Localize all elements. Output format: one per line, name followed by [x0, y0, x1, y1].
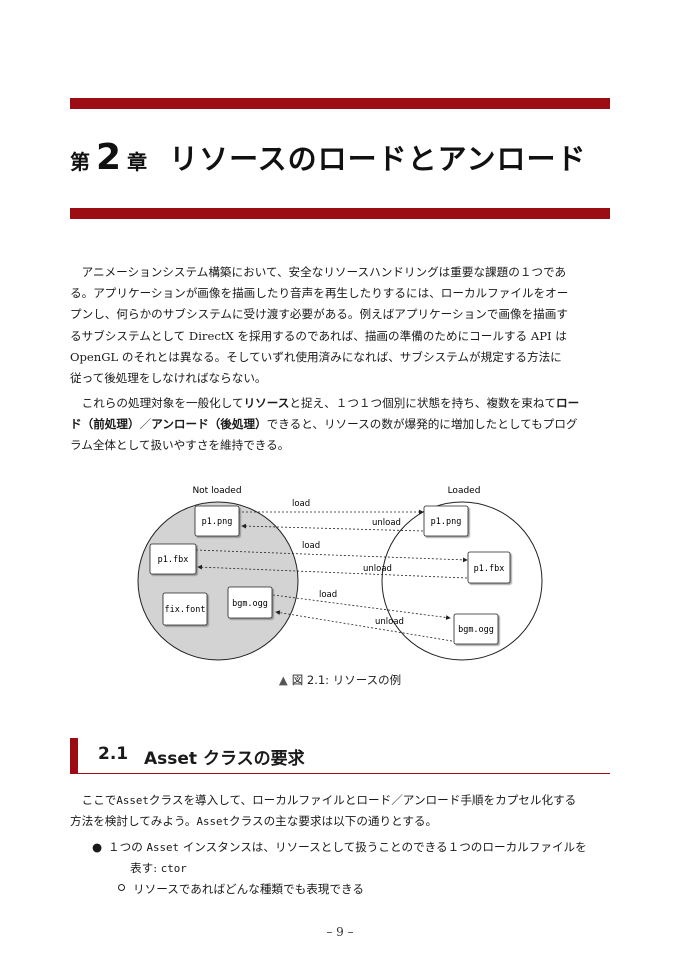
page-number: – 9 – — [326, 925, 354, 939]
file-name: p1.png — [431, 517, 462, 527]
file-box — [149, 543, 197, 575]
text-line: るサブシステムとして DirectX を採用するのであれば、描画の準備のためにコ… — [70, 328, 567, 343]
list-item-text: 表す: ctor — [130, 858, 187, 879]
text-run: 方法を検討してみよう。 — [70, 814, 197, 829]
text-line: ここでAssetクラスを導入して、ローカルファイルとロード／アンロード手順をカプ… — [70, 790, 610, 811]
load-arrow — [195, 549, 468, 563]
text-run: と捉え、１つ１つ個別に状態を持ち、複数を束ねて — [289, 396, 557, 410]
list-item-text: １つの Asset インスタンスは、リソースとして扱うことのできる１つのローカル… — [108, 837, 608, 858]
file-name: p1.fbx — [474, 564, 505, 574]
sub-list-item: リソースであればどんな種類でも表現できる — [118, 879, 364, 900]
text-line: 従って後処理をしなければならない。 — [70, 371, 267, 386]
bold-term: ロー — [556, 396, 580, 410]
loaded-label: Loaded — [448, 486, 481, 496]
file-name: p1.png — [202, 517, 233, 527]
chapter-number: 2 — [96, 137, 122, 178]
triangle-up-icon: ▲ — [278, 673, 288, 687]
section-heading: 2.1 Asset クラスの要求 — [70, 738, 610, 774]
load-label: load — [319, 590, 337, 600]
caption-text: 図 2.1: リソースの例 — [291, 673, 402, 687]
unload-label: unload — [372, 518, 401, 528]
bold-term: ド（前処理） — [70, 417, 140, 432]
circle-bullet-icon — [118, 884, 125, 891]
chapter-name: リソースのロードとアンロード — [169, 142, 587, 176]
text-run: これらの処理対象を一般化して — [70, 396, 244, 410]
figure-caption: ▲図 2.1: リソースの例 — [0, 672, 680, 688]
code-term: ctor — [160, 862, 187, 875]
chapter-suffix: 章 — [127, 150, 148, 174]
asset-intro-paragraph: ここでAssetクラスを導入して、ローカルファイルとロード／アンロード手順をカプ… — [70, 790, 610, 832]
not-loaded-label: Not loaded — [192, 486, 241, 496]
text-line: プンし、何らかのサブシステムに受け渡す必要がある。例えばアプリケーションで画像を… — [70, 307, 568, 322]
section-number: 2.1 — [98, 744, 129, 764]
unload-arrow — [197, 564, 468, 579]
text-run: ここで — [70, 793, 117, 807]
text-run: クラスの主な要求は以下の通りとする。 — [229, 814, 438, 829]
chapter-prefix: 第 — [70, 150, 90, 174]
unload-label: unload — [375, 617, 404, 627]
file-box — [194, 505, 240, 537]
intro-paragraph: アニメーションシステム構築において、安全なリソースハンドリングは重要な課題の１つ… — [70, 262, 610, 389]
text-line: る。アプリケーションが画像を描画したり音声を再生したりするには、ローカルファイル… — [70, 286, 569, 301]
file-box — [162, 592, 208, 626]
unload-arrow — [275, 610, 453, 642]
code-term: Asset — [146, 841, 179, 854]
loaded-region — [381, 501, 543, 661]
resource-paragraph: これらの処理対象を一般化してリソースと捉え、１つ１つ個別に状態を持ち、複数を束ね… — [70, 393, 610, 457]
file-box — [423, 505, 469, 537]
file-box — [467, 551, 511, 584]
bold-term: アンロード（後処理） — [151, 417, 267, 432]
unload-label: unload — [363, 564, 392, 574]
file-name: bgm.ogg — [232, 599, 268, 609]
load-label: load — [292, 499, 310, 509]
text-run: 表す: — [130, 861, 158, 875]
bullet-icon: ● — [92, 840, 103, 854]
load-label: load — [302, 541, 320, 551]
text-run: クラスを導入して、ローカルファイルとロード／アンロード手順をカプセル化する — [148, 793, 577, 807]
text-run: できると、リソースの数が爆発的に増加したとしてもプログ — [266, 417, 578, 432]
text-run: インスタンスは、リソースとして扱うことのできる１つのローカルファイルを — [182, 840, 587, 854]
file-name: fix.font — [165, 605, 206, 615]
file-name: p1.fbx — [158, 555, 189, 565]
list-item-text: リソースであればどんな種類でも表現できる — [133, 882, 364, 896]
chapter-bottom-rule — [70, 208, 610, 219]
text-line: アニメーションシステム構築において、安全なリソースハンドリングは重要な課題の１つ… — [70, 265, 567, 279]
code-term: Asset — [116, 794, 149, 807]
text-line: 方法を検討してみよう。Assetクラスの主な要求は以下の通りとする。 — [70, 811, 610, 832]
text-line: OpenGL のそれとは異なる。そしていずれ使用済みになれば、サブシステムが規定… — [70, 349, 562, 364]
code-term: Asset — [196, 815, 230, 829]
file-box — [453, 613, 499, 645]
resource-figure: Not loaded Loaded load unload load unloa… — [134, 478, 554, 664]
file-box — [227, 586, 273, 619]
section-title: Asset クラスの要求 — [144, 749, 305, 769]
text-line: ド（前処理）／アンロード（後処理）できると、リソースの数が爆発的に増加したとして… — [70, 414, 610, 435]
text-run: １つの — [108, 840, 143, 854]
file-name: bgm.ogg — [458, 625, 494, 635]
text-line: ラム全体として扱いやすさを維持できる。 — [70, 438, 290, 453]
load-arrow — [272, 594, 451, 620]
resource-diagram: Not loaded Loaded load unload load unloa… — [137, 486, 543, 661]
bold-term: リソース — [243, 396, 290, 410]
text-run: ／ — [139, 417, 152, 432]
chapter-top-rule — [70, 98, 610, 109]
text-line: これらの処理対象を一般化してリソースと捉え、１つ１つ個別に状態を持ち、複数を束ね… — [70, 393, 610, 414]
